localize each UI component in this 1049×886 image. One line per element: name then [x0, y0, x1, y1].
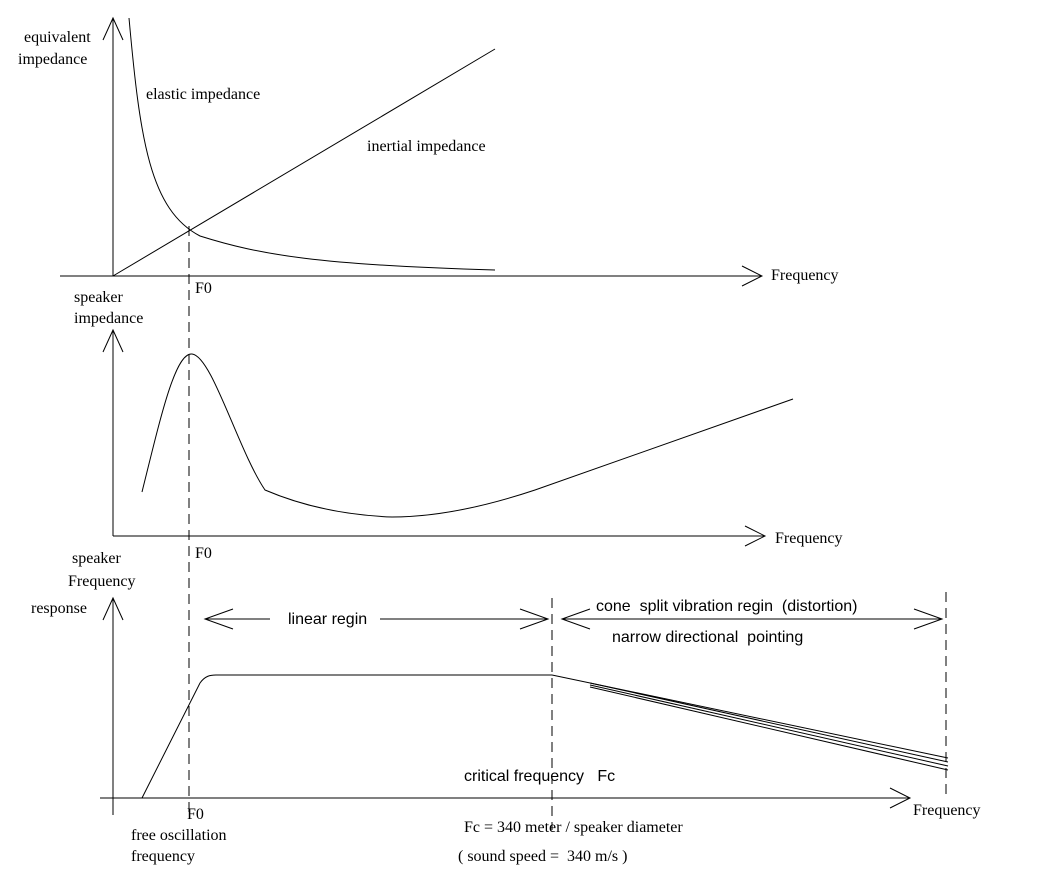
f0-caption-line1: free oscillation — [131, 827, 227, 844]
top-x-label: Frequency — [771, 267, 839, 284]
panel-frequency-response: speaker Frequency response linear regin … — [31, 550, 981, 865]
top-x-axis-arrowhead — [741, 265, 764, 287]
f0-caption-line2: frequency — [131, 848, 195, 865]
middle-y-label-line2: impedance — [74, 310, 143, 327]
critical-frequency-label: critical frequency Fc — [464, 768, 615, 785]
linear-region-label: linear regin — [288, 611, 367, 628]
rolloff-line-2 — [589, 682, 949, 763]
bottom-y-label-line2: Frequency — [68, 573, 136, 590]
top-y-label-line1: equivalent — [24, 29, 91, 46]
split-region-label: cone split vibration regin (distortion) — [596, 598, 857, 615]
elastic-impedance-label: elastic impedance — [146, 86, 260, 103]
top-y-label-line2: impedance — [18, 51, 87, 68]
bottom-y-label-line3: response — [31, 600, 87, 617]
inertial-impedance-line — [112, 48, 496, 277]
linear-region-arrowhead-left — [203, 608, 234, 630]
inertial-impedance-label: inertial impedance — [367, 138, 486, 155]
middle-f0-tick-label: F0 — [195, 545, 212, 562]
bottom-f0-tick-label: F0 — [187, 806, 204, 823]
speaker-impedance-curve — [141, 353, 794, 518]
split-region-arrowhead-left — [560, 608, 591, 630]
top-f0-tick-label: F0 — [195, 280, 212, 297]
bottom-y-label-line1: speaker — [72, 550, 122, 567]
directional-label: narrow directional pointing — [612, 629, 803, 646]
bottom-y-axis-arrowhead — [102, 596, 124, 621]
sound-speed-note: ( sound speed = 340 m/s ) — [458, 848, 627, 865]
middle-y-label-line1: speaker — [74, 289, 124, 306]
top-y-axis-arrowhead — [102, 16, 124, 41]
panel-speaker-impedance: speaker impedance Frequency F0 — [74, 289, 843, 562]
middle-y-axis-arrowhead — [102, 328, 124, 353]
guide-lines — [188, 226, 947, 830]
elastic-impedance-curve — [128, 17, 496, 271]
panel-equivalent-impedance: equivalent impedance elastic impedance i… — [18, 16, 839, 297]
linear-region-arrowhead-right — [519, 608, 550, 630]
bottom-x-axis-arrowhead — [889, 787, 912, 809]
fc-formula: Fc = 340 meter / speaker diameter — [464, 819, 683, 836]
middle-x-axis-arrowhead — [744, 525, 767, 547]
middle-x-label: Frequency — [775, 530, 843, 547]
rolloff-line-3 — [589, 684, 949, 767]
bottom-x-label: Frequency — [913, 802, 981, 819]
split-region-arrowhead-right — [913, 608, 944, 630]
frequency-response-curve — [141, 674, 552, 799]
rolloff-line-4 — [589, 686, 949, 771]
rolloff-lines — [551, 674, 949, 771]
